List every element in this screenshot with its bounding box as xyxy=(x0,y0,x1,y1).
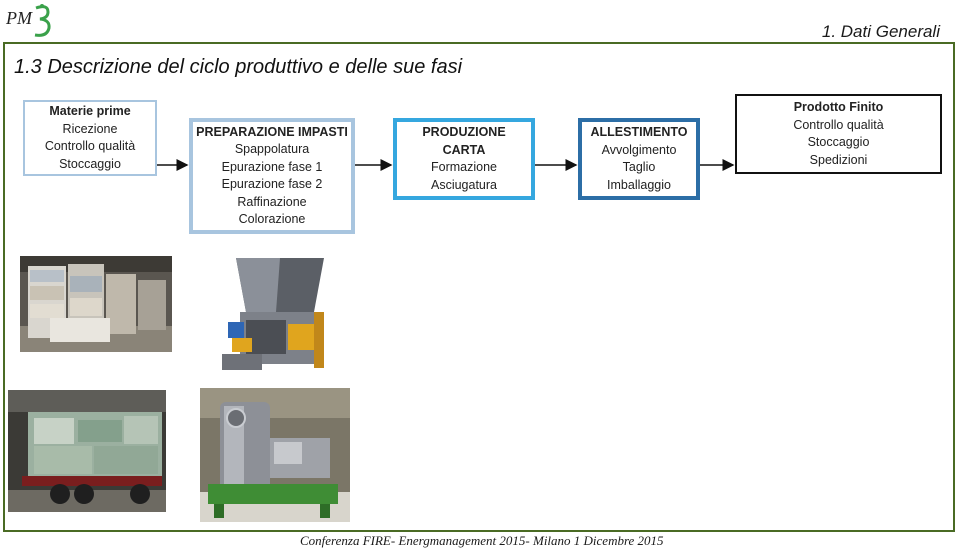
raw-materials-box: Materie prime Ricezione Controllo qualit… xyxy=(23,100,157,176)
preparation-line: Epurazione fase 2 xyxy=(221,177,323,191)
preparation-line: Epurazione fase 1 xyxy=(221,159,323,174)
finishing-box: ALLESTIMENTO Avvolgimento Taglio Imballa… xyxy=(578,118,700,200)
preparation-box: PREPARAZIONE IMPASTI Spappolatura Epuraz… xyxy=(189,118,355,234)
content-frame xyxy=(3,42,955,532)
raw-materials-line: Stoccaggio xyxy=(59,156,121,171)
section-label: 1. Dati Generali xyxy=(821,22,940,41)
production-box: PRODUZIONE CARTA Formazione Asciugatura xyxy=(393,118,535,200)
screening-machine-photo xyxy=(200,388,350,522)
svg-text:PM: PM xyxy=(5,8,33,28)
finished-product-line: Spedizioni xyxy=(809,152,868,167)
raw-materials-heading: Materie prime xyxy=(49,104,131,118)
production-heading-2: CARTA xyxy=(442,142,486,157)
preparation-line: Spappolatura xyxy=(234,142,310,156)
raw-materials-line: Controllo qualità xyxy=(44,139,136,153)
finishing-line: Imballaggio xyxy=(607,177,671,192)
finished-product-box: Prodotto Finito Controllo qualità Stocca… xyxy=(735,94,942,174)
production-heading-1: PRODUZIONE xyxy=(422,125,506,139)
company-logo: PM xyxy=(4,2,56,40)
footer-text: Conferenza FIRE- Energmanagement 2015- M… xyxy=(300,533,664,548)
preparation-line: Colorazione xyxy=(238,212,306,226)
preparation-heading: PREPARAZIONE IMPASTI xyxy=(196,124,348,139)
finished-product-line: Controllo qualità xyxy=(793,117,884,132)
finished-product-line: Stoccaggio xyxy=(807,135,870,149)
raw-materials-line: Ricezione xyxy=(62,121,118,136)
paper-bales-warehouse-photo xyxy=(20,256,172,352)
production-line: Asciugatura xyxy=(430,177,497,192)
finishing-line: Taglio xyxy=(622,160,656,174)
finishing-heading: ALLESTIMENTO xyxy=(590,125,688,139)
finished-product-heading: Prodotto Finito xyxy=(793,100,884,114)
truck-with-bales-photo xyxy=(8,390,166,512)
pulper-machine-image xyxy=(218,250,330,378)
production-line: Formazione xyxy=(431,160,497,174)
preparation-line: Raffinazione xyxy=(237,194,307,209)
slide-title: 1.3 Descrizione del ciclo produttivo e d… xyxy=(14,56,463,78)
finishing-line: Avvolgimento xyxy=(601,142,677,157)
